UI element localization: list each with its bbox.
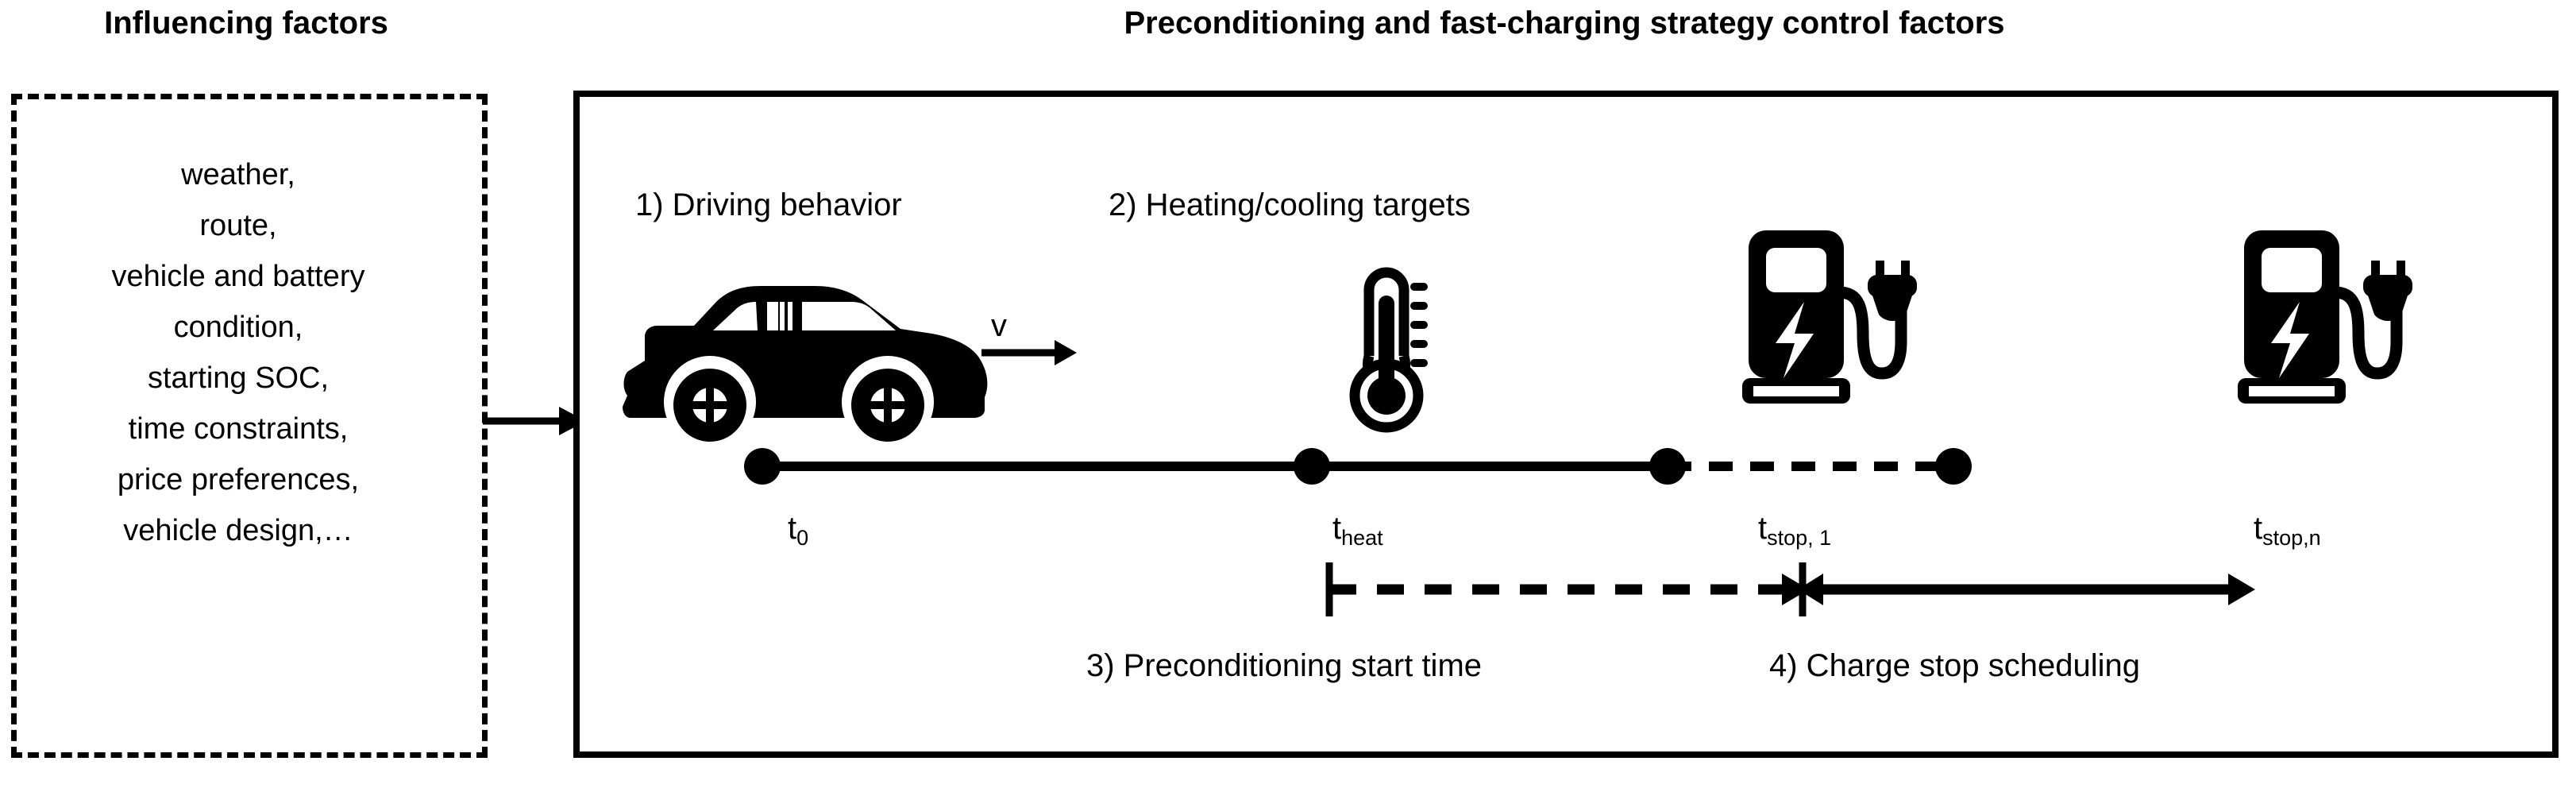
car-icon bbox=[623, 286, 988, 443]
charge-span-right-arrowhead bbox=[2228, 574, 2255, 605]
timeline-tick-label-tstopn: tstop,n bbox=[2254, 511, 2321, 550]
list-item: price preferences, bbox=[117, 463, 360, 496]
span-arrows bbox=[1325, 562, 2255, 616]
list-item: vehicle design,… bbox=[123, 514, 353, 547]
list-item: weather, bbox=[181, 158, 295, 191]
list-item: time constraints, bbox=[128, 412, 349, 446]
timeline-tick-subscript: stop,n bbox=[2262, 526, 2321, 550]
step-2-heating-cooling-targets-label: 2) Heating/cooling targets bbox=[1109, 187, 1471, 222]
list-item: vehicle and battery bbox=[111, 260, 365, 293]
timeline-node-theat bbox=[1294, 448, 1330, 485]
charging-station-icon bbox=[1742, 230, 1917, 404]
timeline-tick-subscript: stop, 1 bbox=[1767, 526, 1832, 550]
timeline-tick-label-theat: theat bbox=[1332, 511, 1383, 550]
list-item: route, bbox=[199, 209, 277, 242]
timeline-axis bbox=[744, 448, 1972, 485]
influencing-factors-heading: Influencing factors bbox=[104, 6, 388, 41]
velocity-arrow-icon bbox=[981, 340, 1077, 365]
influencing-factors-list: weather, route, vehicle and battery cond… bbox=[0, 149, 476, 556]
step-4-charge-stop-scheduling-label: 4) Charge stop scheduling bbox=[1769, 648, 2140, 683]
control-factors-heading: Preconditioning and fast-charging strate… bbox=[1124, 6, 2005, 41]
timeline-tick-subscript: 0 bbox=[796, 526, 809, 550]
speed-symbol-label: v bbox=[991, 308, 1007, 343]
step-1-driving-behavior-label: 1) Driving behavior bbox=[635, 187, 902, 222]
step-3-preconditioning-start-time-label: 3) Preconditioning start time bbox=[1086, 648, 1483, 683]
list-item: condition, bbox=[173, 311, 303, 344]
thermometer-icon bbox=[1349, 267, 1428, 433]
preconditioning-span-arrowhead bbox=[1782, 574, 1809, 605]
timeline-tick-label-tstop1: tstop, 1 bbox=[1758, 511, 1832, 550]
timeline-tick-subscript: heat bbox=[1341, 526, 1383, 550]
timeline-node-t0 bbox=[744, 448, 781, 485]
list-item: starting SOC, bbox=[147, 361, 330, 395]
influencing-factors-box bbox=[11, 94, 488, 758]
charging-station-icon bbox=[2238, 230, 2412, 404]
timeline-node-tstopn bbox=[1935, 448, 1972, 485]
timeline-tick-label-t0: t0 bbox=[788, 511, 809, 550]
connector-arrow-icon bbox=[483, 407, 586, 435]
timeline-node-tstop1 bbox=[1649, 448, 1686, 485]
